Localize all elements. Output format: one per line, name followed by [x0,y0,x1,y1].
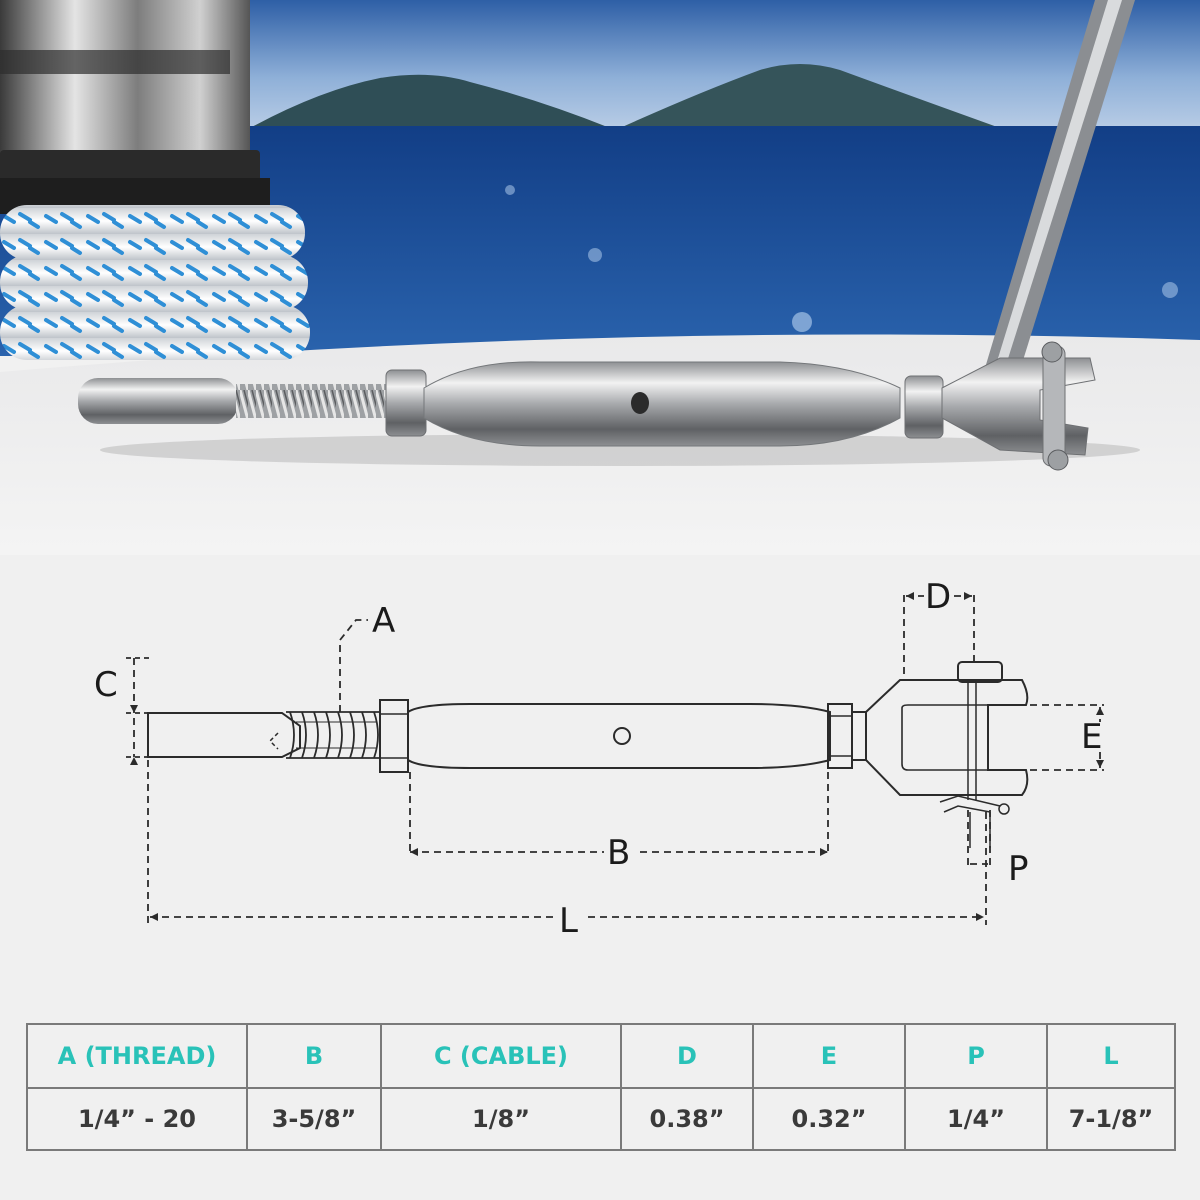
right-nut-outline [827,703,853,769]
value-c-cable: 1/8” [380,1087,622,1151]
value-b: 3-5/8” [246,1087,382,1151]
header-l: L [1046,1023,1176,1089]
product-photo [0,0,1200,555]
body-outline [407,703,831,769]
header-a-thread: A (THREAD) [26,1023,248,1089]
spec-header-row: A (THREAD) B C (CABLE) D E P L [26,1023,1176,1089]
label-p: P [1008,849,1029,889]
label-b: B [607,833,630,873]
cotter-pin [939,795,1001,813]
technical-drawing: A C B L D E P [94,577,1104,941]
header-b: B [246,1023,382,1089]
label-l: L [559,901,578,941]
header-c-cable: C (CABLE) [380,1023,622,1089]
label-a: A [372,601,395,641]
pin-head [957,661,1003,683]
spec-value-row: 1/4” - 20 3-5/8” 1/8” 0.38” 0.32” 1/4” 7… [26,1087,1176,1151]
photo-illustration [0,0,1200,555]
value-p: 1/4” [904,1087,1048,1151]
label-c: C [94,665,118,705]
stud-outline [147,712,301,758]
header-d: D [620,1023,754,1089]
header-p: P [904,1023,1048,1089]
header-e: E [752,1023,906,1089]
spec-table: A (THREAD) B C (CABLE) D E P L 1/4” - 20… [26,1023,1176,1151]
label-d: D [925,577,951,617]
label-e: E [1081,717,1102,757]
body-hole [613,727,631,745]
value-l: 7-1/8” [1046,1087,1176,1151]
left-nut-outline [379,699,409,773]
value-d: 0.38” [620,1087,754,1151]
jaw-outline [865,679,1029,796]
value-e: 0.32” [752,1087,906,1151]
thread-outline [286,711,380,759]
value-a-thread: 1/4” - 20 [26,1087,248,1151]
